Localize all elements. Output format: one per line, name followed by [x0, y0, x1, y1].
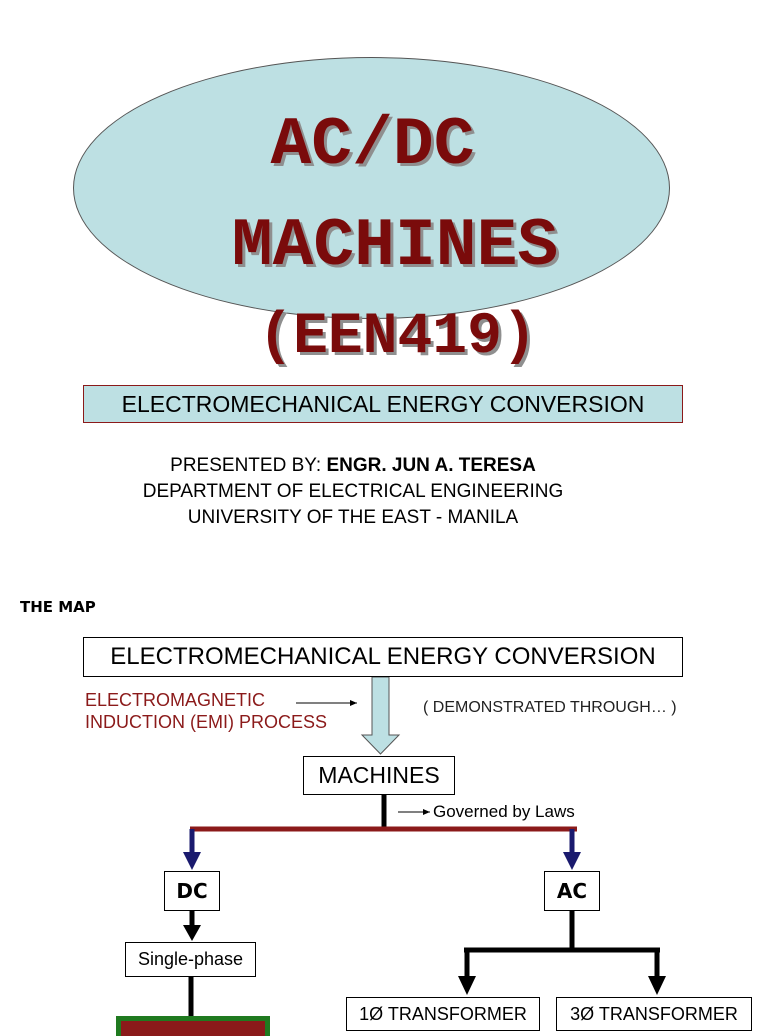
- demonstrated-label: ( DEMONSTRATED THROUGH… ): [423, 699, 677, 716]
- presenter-line: PRESENTED BY: ENGR. JUN A. TERESA: [0, 455, 706, 477]
- dc-box: DC: [164, 871, 220, 911]
- title-ellipse: [73, 57, 670, 319]
- dc-arrow-icon: [183, 852, 201, 870]
- t3-arrow-icon: [648, 976, 666, 995]
- ac-box: AC: [544, 871, 600, 911]
- map-root-box: ELECTROMECHANICAL ENERGY CONVERSION: [83, 637, 683, 677]
- presenter-name: ENGR. JUN A. TERESA: [326, 455, 536, 476]
- emi-label-line-2: INDUCTION (EMI) PROCESS: [85, 712, 328, 732]
- department-line: DEPARTMENT OF ELECTRICAL ENGINEERING: [142, 481, 564, 502]
- title-line-1: AC/DC: [270, 107, 475, 184]
- laws-label: Governed by Laws: [433, 802, 575, 821]
- title-line-2: MACHINES: [231, 208, 559, 285]
- single-phase-transformer-box: 1Ø TRANSFORMER: [346, 997, 540, 1031]
- presented-by-label: PRESENTED BY:: [170, 455, 327, 476]
- machines-box: MACHINES: [303, 756, 455, 795]
- single-phase-arrow-icon: [183, 925, 201, 941]
- ac-arrow-icon: [563, 852, 581, 870]
- three-phase-transformer-box: 3Ø TRANSFORMER: [556, 997, 752, 1031]
- down-arrow-icon: [360, 676, 401, 755]
- university-line: UNIVERSITY OF THE EAST - MANILA: [187, 507, 519, 528]
- course-code: (EEN419): [258, 305, 537, 370]
- subtitle-banner: ELECTROMECHANICAL ENERGY CONVERSION: [83, 385, 683, 423]
- emi-label: ELECTROMAGNETIC INDUCTION (EMI) PROCESS: [85, 689, 327, 733]
- single-phase-box: Single-phase: [125, 942, 256, 977]
- partial-box-bottom: [116, 1016, 270, 1036]
- map-heading: THE MAP: [20, 598, 96, 616]
- emi-label-line-1: ELECTROMAGNETIC: [85, 690, 266, 710]
- t1-arrow-icon: [458, 976, 476, 995]
